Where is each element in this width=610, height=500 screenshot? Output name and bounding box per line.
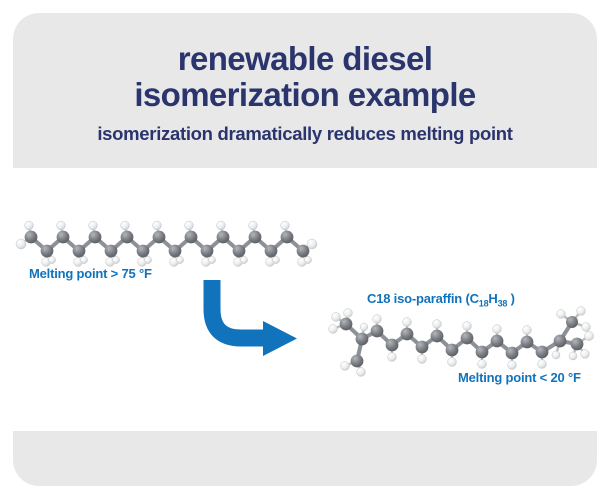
- n-paraffin-molecule: [15, 220, 318, 267]
- title-line-2: isomerization example: [134, 75, 476, 113]
- iso-paraffin-melting-point-label: Melting point < 20 °F: [458, 370, 581, 385]
- iso-paraffin-formula-label: C18 iso-paraffin (C18H38 ): [367, 291, 515, 309]
- isomerization-arrow-icon: [203, 280, 297, 356]
- formula-hydrogen-subscript: 38: [497, 298, 508, 309]
- formula-prefix: C18 iso-paraffin (C: [367, 291, 479, 306]
- title-line-1: renewable diesel: [177, 39, 433, 77]
- formula-carbon-subscript: 18: [478, 298, 489, 309]
- iso-paraffin-molecule: [328, 306, 594, 377]
- formula-suffix: ): [507, 291, 515, 306]
- n-paraffin-melting-point-label: Melting point > 75 °F: [29, 266, 152, 281]
- footer-panel: [13, 431, 597, 486]
- page-title: renewable diesel isomerization example: [134, 39, 476, 113]
- header-panel: renewable diesel isomerization example i…: [13, 13, 597, 168]
- page-subtitle: isomerization dramatically reduces melti…: [97, 122, 513, 144]
- formula-mid: H: [488, 291, 498, 306]
